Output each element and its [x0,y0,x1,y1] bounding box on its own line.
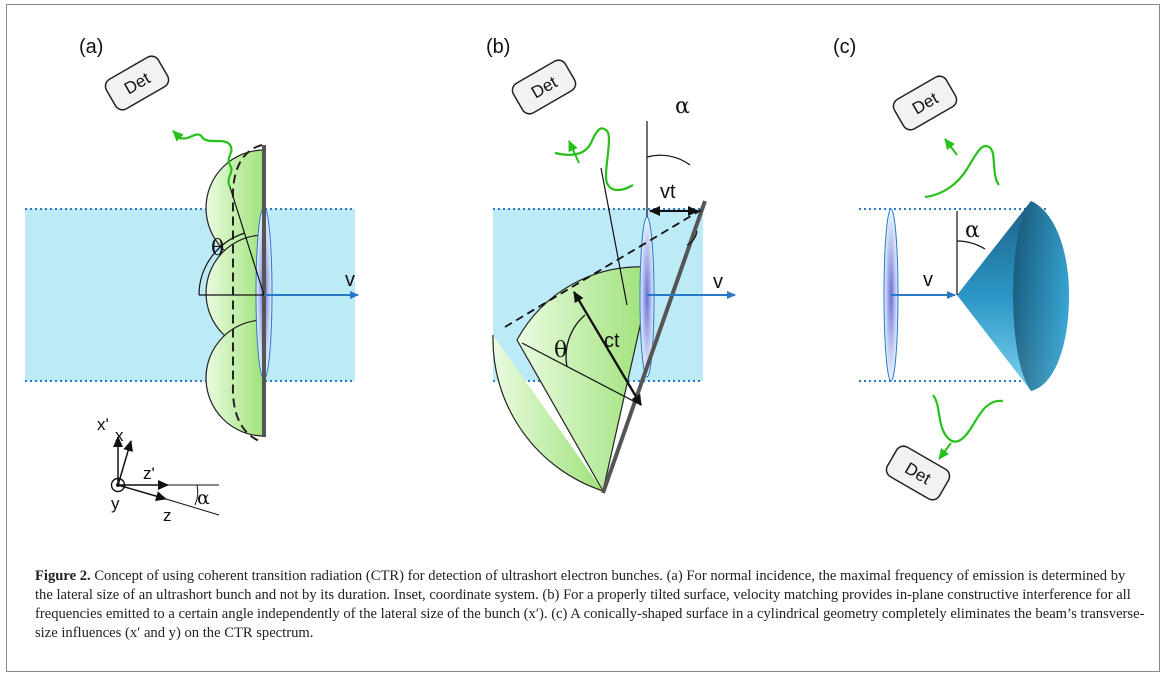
alpha-arc [646,154,691,166]
coordinate-inset: x' x z' z y α [97,415,220,525]
theta-label: θ [554,338,567,363]
wavefront-envelope [231,144,263,443]
detector-b: Det [511,59,577,115]
figure-frame: (a) θ v Det [6,4,1160,672]
alpha-label: α [965,218,980,243]
tilted-surface [601,200,707,494]
radiation-pulse-top [924,145,1000,199]
figure-caption: Figure 2. Concept of using coherent tran… [35,567,1145,643]
emission-direction-line [600,167,628,306]
panel-a-label: (a) [79,36,103,58]
theta-arc [565,314,586,368]
figure-label: Figure 2. [35,568,91,584]
wavelet-outer [492,334,604,492]
panel-c-label: (c) [833,36,856,58]
theta-arc [198,232,246,296]
wavelet [516,266,648,493]
inset-alpha-label: α [197,487,210,509]
axis-z: z [163,506,172,525]
caption-text: Concept of using coherent transition rad… [35,568,1145,641]
axis-y: y [111,494,120,513]
ct-label: ct [604,330,620,352]
figure-illustration: (a) θ v Det [25,36,1069,525]
theta-label: θ [211,236,224,261]
panel-c: (c) α v Det Det [833,36,1069,501]
axis-x-prime: x' [97,415,109,434]
axis-x: x [115,426,124,445]
panel-b: (b) ct θ α vt v [486,36,736,494]
detector-c-bottom: Det [885,445,951,501]
axis-z-prime: z' [143,464,155,483]
alpha-label: α [675,94,690,119]
radiation-arrow [172,130,184,142]
alpha-arc [956,240,986,250]
wavelet-3 [205,319,265,437]
radiation-pulse-bottom [932,394,1004,443]
velocity-label: v [923,269,933,291]
panel-a: (a) θ v Det [25,36,359,525]
radiation-arrow-bottom [938,442,952,460]
velocity-label: v [713,271,723,293]
emission-direction-line [229,186,265,296]
vt-label: vt [660,181,676,203]
panel-b-label: (b) [486,36,510,58]
detector-a: Det [104,55,170,111]
radiation-pulse [554,127,634,192]
velocity-label: v [345,269,355,291]
radiation-arrow [568,140,580,164]
radiation-arrow-top [944,138,958,156]
detector-c-top: Det [892,75,958,131]
radiation-wave [178,133,233,188]
